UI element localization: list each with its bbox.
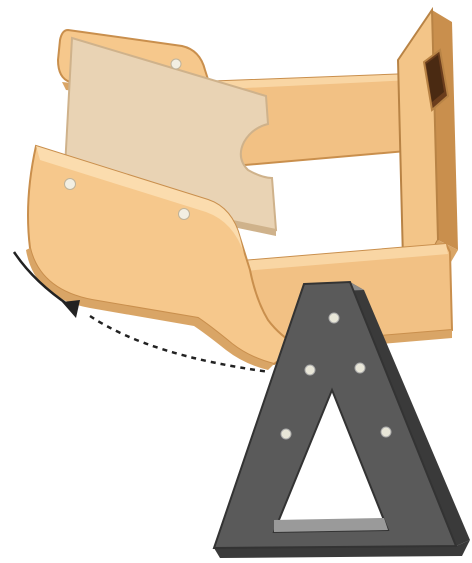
screw-icon — [305, 365, 315, 375]
screw-icon — [329, 313, 339, 323]
screw-icon — [281, 429, 291, 439]
screw-icon — [355, 363, 365, 373]
screw-icon — [65, 179, 76, 190]
screw-icon — [381, 427, 391, 437]
screw-icon — [171, 59, 181, 69]
screw-icon — [179, 209, 190, 220]
